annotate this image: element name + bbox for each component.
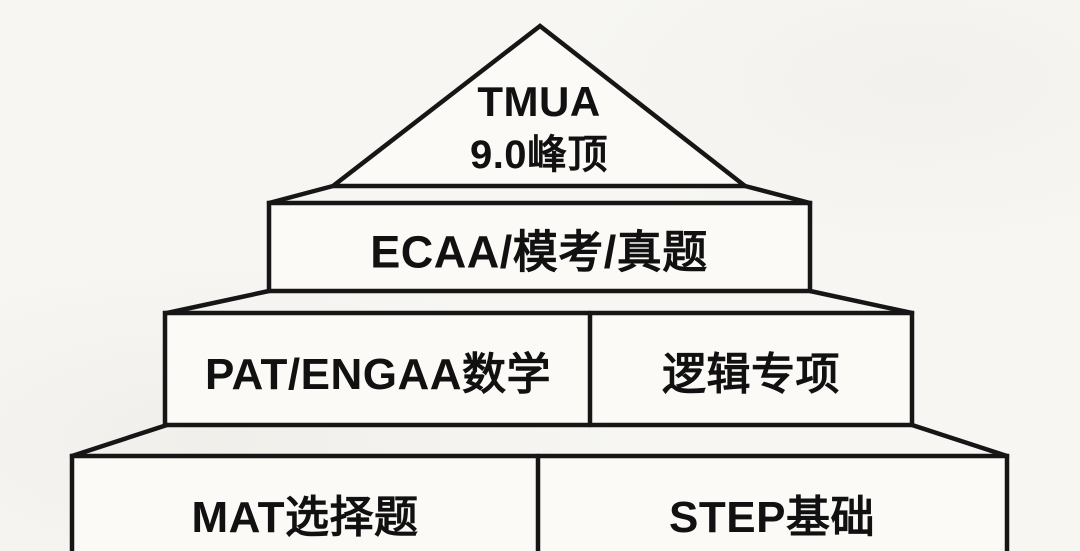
connector-t3-t4-right: [909, 422, 1010, 459]
tier1-title-line1: TMUA: [477, 78, 601, 125]
connector-t3-t4-left: [69, 422, 170, 459]
tier1-title-line2: 9.0峰顶: [469, 133, 609, 177]
tier2-label: ECAA/模考/真题: [370, 226, 708, 278]
tier1-triangle: [326, 23, 752, 189]
tier4-left-label: MAT选择题: [191, 493, 419, 542]
connector-t1-t2-left: [266, 183, 336, 206]
connector-t2-t3-left: [164, 288, 272, 316]
tier3-right-label: 逻辑专项: [662, 350, 840, 399]
tier4-right-label: STEP基础: [669, 493, 875, 542]
connector-t2-t3-right: [807, 288, 915, 316]
connector-t1-t2-right: [742, 183, 813, 206]
tier3-left-label: PAT/ENGAA数学: [204, 350, 552, 399]
